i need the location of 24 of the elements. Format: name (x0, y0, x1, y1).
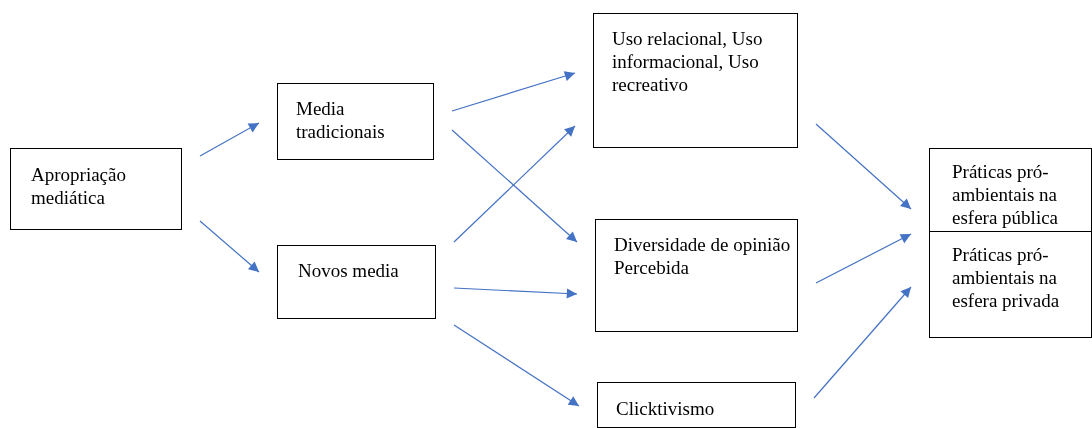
arrow (453, 287, 578, 299)
arrow (451, 71, 576, 112)
arrow (453, 324, 580, 407)
process-box (277, 83, 434, 160)
box-label: Diversidade de opinião Percebida (614, 233, 792, 279)
box-label: Novos media (298, 259, 400, 282)
arrow (199, 122, 260, 157)
process-box (597, 382, 796, 428)
process-box (10, 148, 182, 230)
arrow (199, 220, 260, 273)
box-label: Práticas pró-ambientais na esfera privada (952, 243, 1061, 312)
box-label: Uso relacional, Uso informacional, Uso recreativo (612, 27, 764, 96)
arrow (813, 286, 912, 399)
box-label: Práticas pró-ambientais na esfera pública (952, 160, 1060, 229)
box-label: Apropriação mediática (31, 163, 127, 209)
box-label: Media tradicionais (296, 97, 386, 143)
process-box (593, 13, 798, 148)
arrow (815, 233, 912, 284)
process-box (277, 245, 436, 319)
process-box (595, 219, 798, 332)
process-box (929, 231, 1092, 338)
box-label: Clicktivismo (616, 397, 716, 420)
process-box (929, 148, 1092, 232)
arrow (815, 123, 912, 210)
